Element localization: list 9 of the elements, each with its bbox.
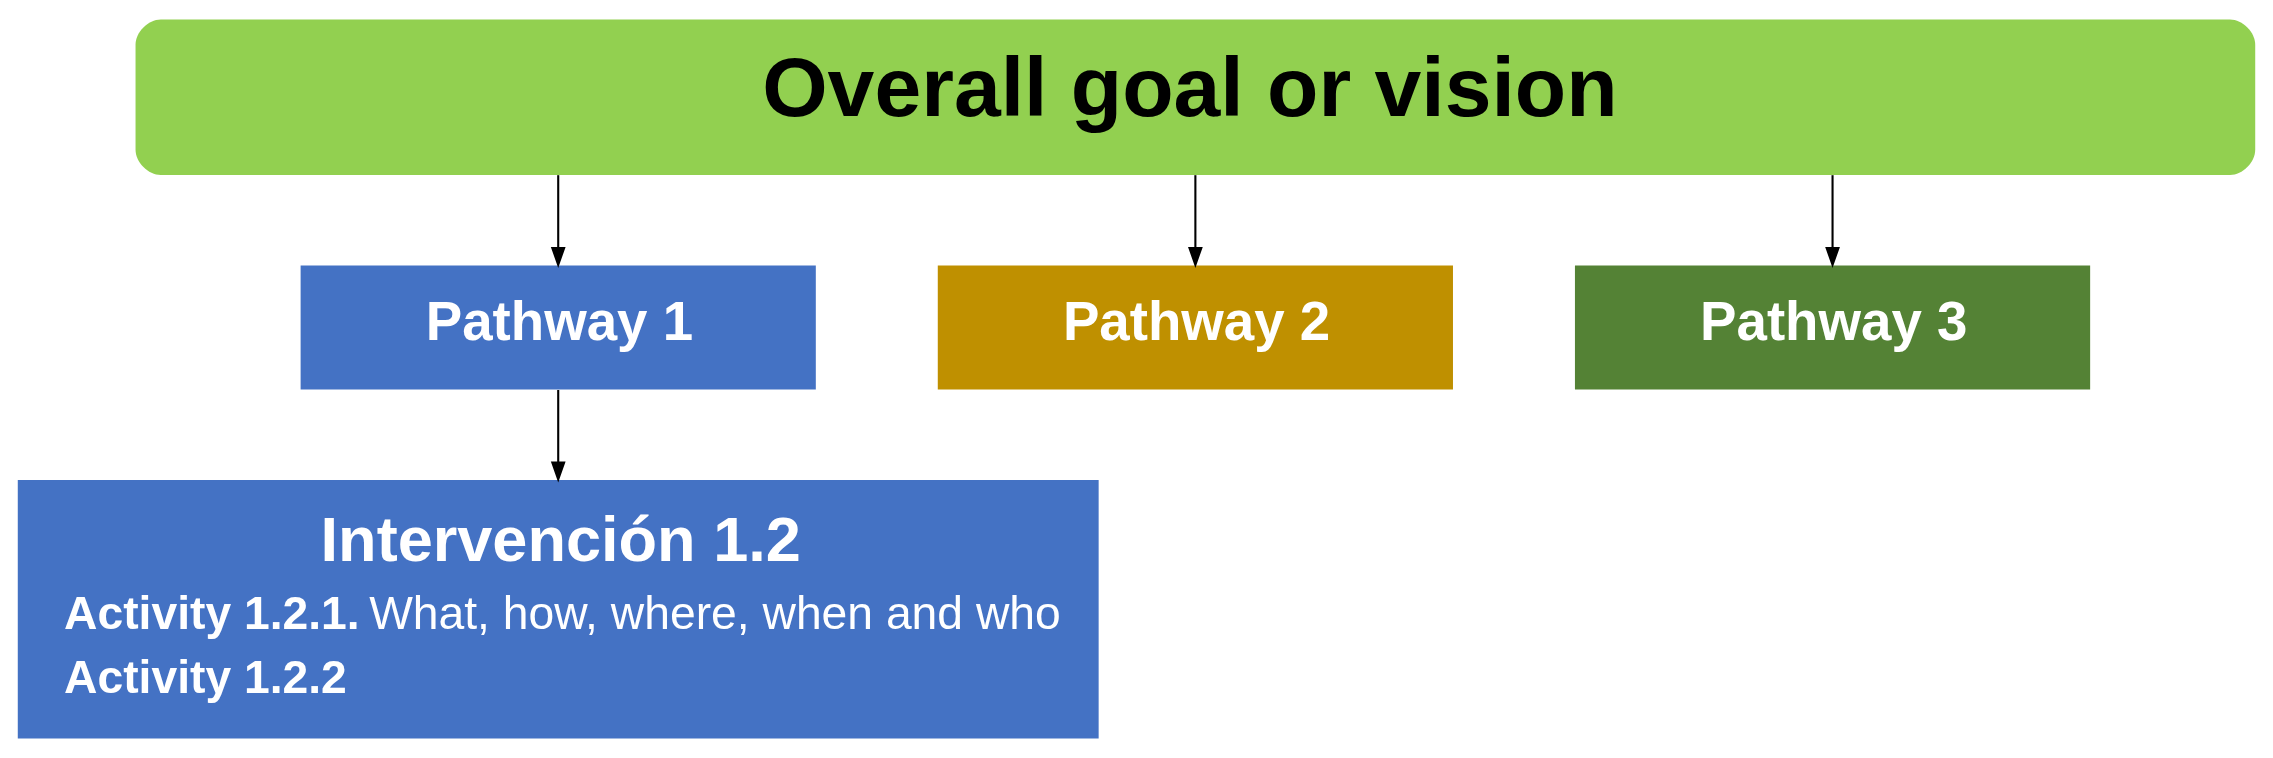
arrow bbox=[550, 175, 566, 269]
arrow bbox=[1188, 175, 1203, 269]
arrow bbox=[1825, 175, 1840, 269]
node-box: Pathway 2 bbox=[937, 265, 1453, 390]
node-box: Intervención 1.2 Activity 1.2.1. What, how, where, when and who Activity 1.2.2 bbox=[17, 479, 1099, 739]
arrow bbox=[550, 390, 566, 483]
node-box: Overall goal or vision bbox=[135, 19, 2256, 175]
node-box: Pathway 1 bbox=[300, 265, 816, 390]
node-box: Pathway 3 bbox=[1574, 265, 2091, 390]
